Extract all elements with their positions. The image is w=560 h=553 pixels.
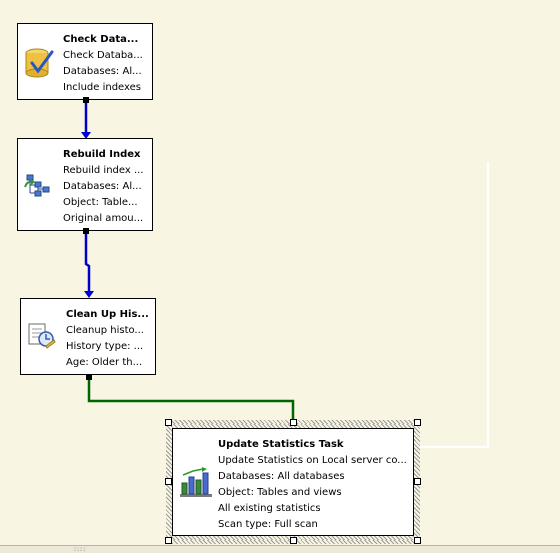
connector-check-to-rebuild[interactable]: [81, 100, 91, 139]
splitter-grip: ::::: [74, 546, 87, 553]
resize-handle-top-left[interactable]: [165, 419, 172, 426]
task-title: Rebuild Index: [63, 149, 141, 160]
splitter-bar[interactable]: ::::: [0, 545, 560, 553]
task-update-statistics[interactable]: Update Statistics Task Update Statistics…: [172, 428, 414, 536]
resize-handle-top-right[interactable]: [414, 419, 421, 426]
task-detail-line: Include indexes: [63, 82, 141, 93]
task-detail-line: Object: Table...: [63, 197, 138, 208]
task-detail-line: Original amou...: [63, 213, 144, 224]
resize-handle-bottom-center[interactable]: [290, 537, 297, 544]
task-detail-line: Update Statistics on Local server co...: [218, 455, 407, 466]
connector-anchor: [83, 228, 89, 234]
index-tree-icon: [24, 173, 52, 202]
task-detail-line: Object: Tables and views: [218, 487, 342, 498]
task-detail-line: History type: ...: [66, 341, 144, 352]
guide-line: [420, 162, 489, 448]
task-title: Clean Up His...: [66, 309, 149, 320]
resize-handle-bottom-left[interactable]: [165, 537, 172, 544]
task-check-database-integrity[interactable]: Check Data... Check Databa... Databases:…: [17, 23, 153, 100]
connector-rebuild-to-cleanup[interactable]: [84, 231, 94, 298]
resize-handle-bottom-right[interactable]: [414, 537, 421, 544]
connector-cleanup-to-update[interactable]: [87, 376, 295, 420]
task-rebuild-index[interactable]: Rebuild Index Rebuild index ... Database…: [17, 138, 153, 231]
resize-handle-middle-right[interactable]: [414, 478, 421, 485]
task-detail-line: Scan type: Full scan: [218, 519, 318, 530]
connector-anchor: [86, 374, 92, 380]
statistics-chart-icon: [179, 467, 213, 502]
task-detail-line: Age: Older th...: [66, 357, 143, 368]
history-cleanup-icon: [27, 321, 57, 354]
task-detail-line: Databases: Al...: [63, 181, 142, 192]
resize-handle-middle-left[interactable]: [165, 478, 172, 485]
task-detail-line: Check Databa...: [63, 50, 143, 61]
task-clean-up-history[interactable]: Clean Up His... Cleanup histo... History…: [20, 298, 156, 375]
database-check-icon: [24, 46, 54, 83]
task-detail-line: Cleanup histo...: [66, 325, 144, 336]
task-detail-line: Databases: Al...: [63, 66, 142, 77]
task-detail-line: Databases: All databases: [218, 471, 345, 482]
task-title: Update Statistics Task: [218, 439, 344, 450]
task-detail-line: All existing statistics: [218, 503, 321, 514]
resize-handle-top-center[interactable]: [290, 419, 297, 426]
connector-anchor: [83, 97, 89, 103]
task-detail-line: Rebuild index ...: [63, 165, 144, 176]
task-title: Check Data...: [63, 34, 139, 45]
